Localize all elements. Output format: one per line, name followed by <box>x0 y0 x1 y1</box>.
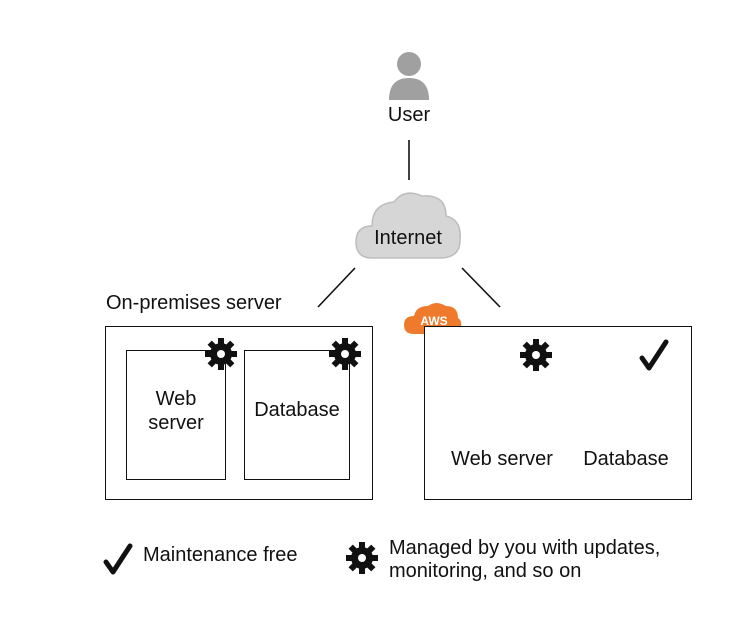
connector-internet-onprem <box>317 267 356 308</box>
user-label: User <box>387 104 431 126</box>
on-premises-label: On-premises server <box>106 292 282 314</box>
aws-database-label: Database <box>583 448 669 470</box>
onprem-database-label: Database <box>254 399 340 421</box>
gear-icon-aws-web <box>520 339 552 371</box>
legend-managed-line1: Managed by you with updates, <box>389 537 661 559</box>
onprem-web-server-box <box>126 350 226 480</box>
check-icon-legend <box>106 546 130 572</box>
cloud-icon <box>355 192 461 259</box>
onprem-web-server-label-line1: Web <box>155 388 197 410</box>
aws-web-server-label: Web server <box>451 448 553 470</box>
internet-label: Internet <box>374 227 442 249</box>
aws-box <box>424 326 692 500</box>
connector-internet-aws <box>461 267 501 308</box>
aws-badge-label: AWS <box>420 314 448 328</box>
gear-icon-legend <box>346 542 378 574</box>
legend-maintenance-free: Maintenance free <box>143 544 298 566</box>
onprem-web-server-label-line2: server <box>148 412 204 434</box>
legend-managed-line2: monitoring, and so on <box>389 560 582 582</box>
gear-icon-onprem-web <box>205 338 237 370</box>
user-icon <box>389 52 429 100</box>
check-icon-aws-database <box>642 342 666 368</box>
onprem-database-box <box>244 350 350 480</box>
gear-icon-onprem-database <box>329 338 361 370</box>
